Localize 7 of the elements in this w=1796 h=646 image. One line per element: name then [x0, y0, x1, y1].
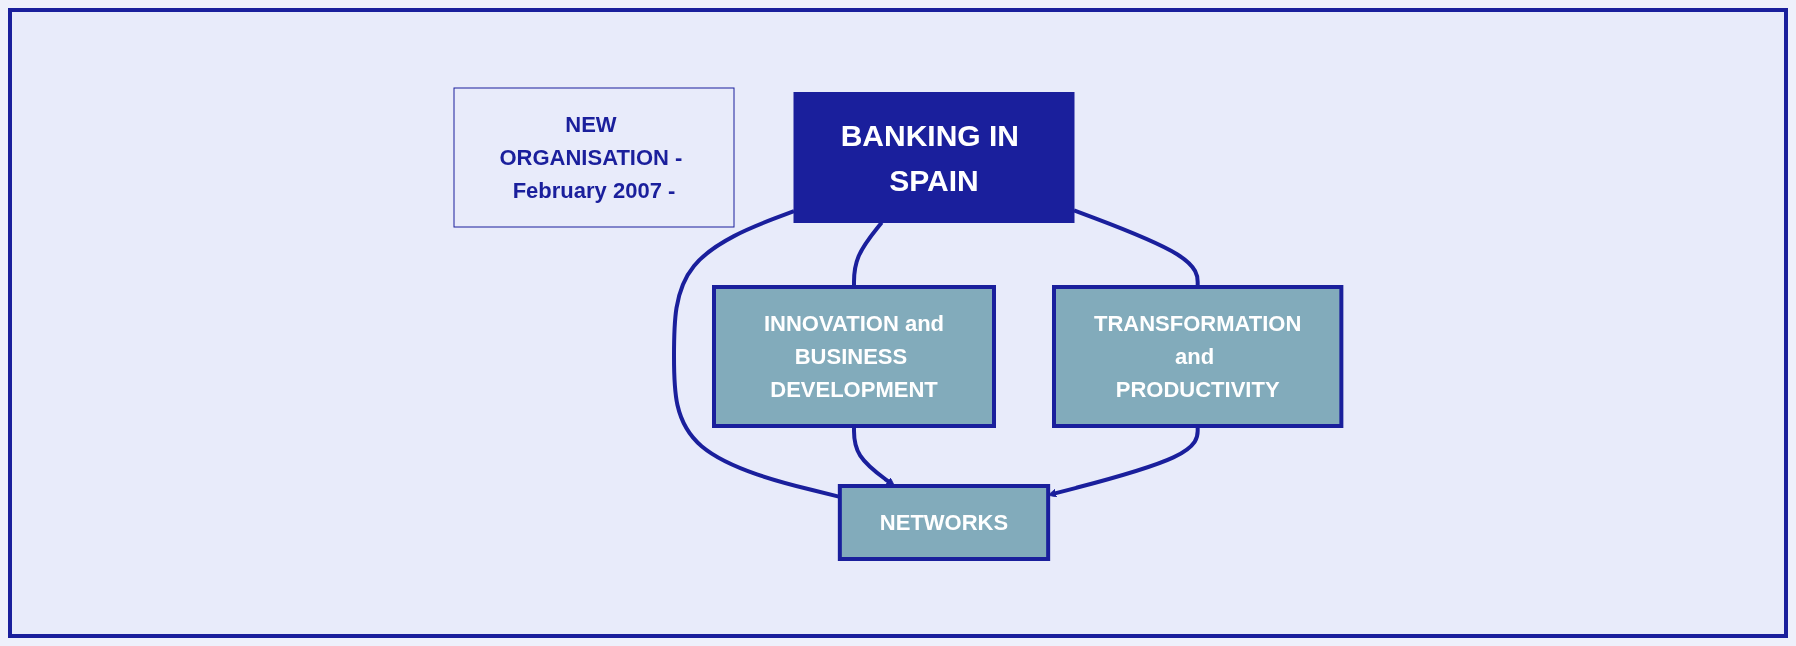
node-box: NEW ORGANISATION - February 2007 -	[453, 87, 735, 227]
connector	[1073, 207, 1200, 287]
node-box: INNOVATION and BUSINESS DEVELOPMENT	[712, 284, 997, 428]
arrow	[852, 425, 896, 486]
node-box: BANKING IN SPAIN	[793, 91, 1075, 223]
node-box: NETWORKS	[838, 483, 1051, 561]
node-box: TRANSFORMATION and PRODUCTIVITY	[1052, 284, 1344, 428]
